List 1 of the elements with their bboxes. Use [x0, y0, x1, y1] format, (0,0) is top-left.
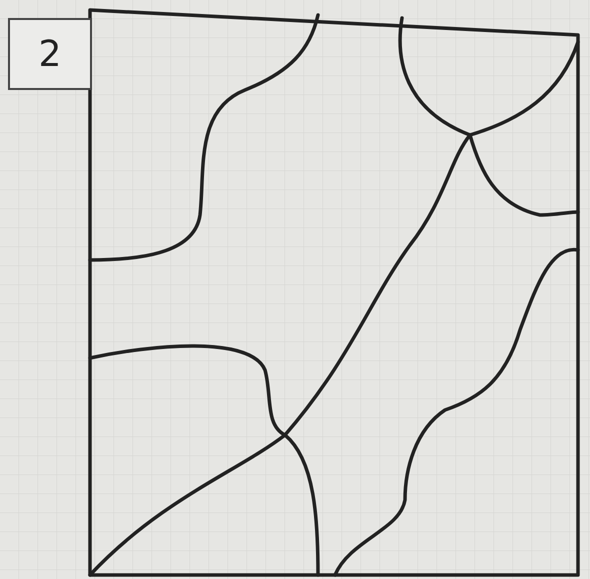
puzzle-number: 2	[8, 18, 92, 90]
